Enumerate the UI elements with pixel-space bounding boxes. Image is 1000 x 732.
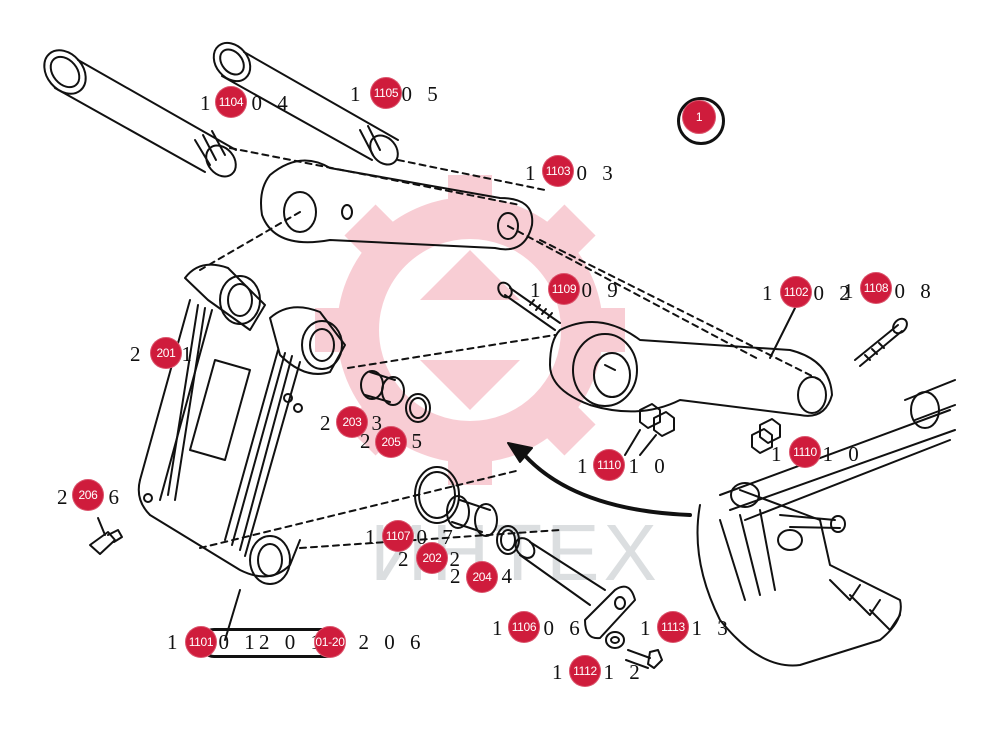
hotspot-1113[interactable]: 1113 xyxy=(657,611,689,643)
hotspot-1105[interactable]: 1105 xyxy=(370,77,402,109)
hotspot-1102[interactable]: 1102 xyxy=(780,276,812,308)
item-1-ring xyxy=(677,97,725,145)
hotspot-1108[interactable]: 1108 xyxy=(860,272,892,304)
hotspot-1112[interactable]: 1112 xyxy=(569,655,601,687)
hotspot-1109[interactable]: 1109 xyxy=(548,273,580,305)
hotspot-206[interactable]: 206 xyxy=(72,479,104,511)
hotspot-1106[interactable]: 1106 xyxy=(508,611,540,643)
hotspot-1107[interactable]: 1107 xyxy=(382,520,414,552)
hotspot-1110-right[interactable]: 1110 xyxy=(789,436,821,468)
hotspot-201[interactable]: 201 xyxy=(150,337,182,369)
hotspot-201-206[interactable]: 01-20 xyxy=(314,626,346,658)
hotspot-203[interactable]: 203 xyxy=(336,406,368,438)
hotspot-1104[interactable]: 1104 xyxy=(215,86,247,118)
hotspot-1103[interactable]: 1103 xyxy=(542,155,574,187)
hotspot-204[interactable]: 204 xyxy=(466,561,498,593)
hotspot-205[interactable]: 205 xyxy=(375,426,407,458)
hotspot-202[interactable]: 202 xyxy=(416,542,448,574)
hotspot-1[interactable]: 1 xyxy=(682,100,716,134)
hotspot-1101[interactable]: 1101 xyxy=(185,626,217,658)
hotspot-1110-left[interactable]: 1110 xyxy=(593,449,625,481)
